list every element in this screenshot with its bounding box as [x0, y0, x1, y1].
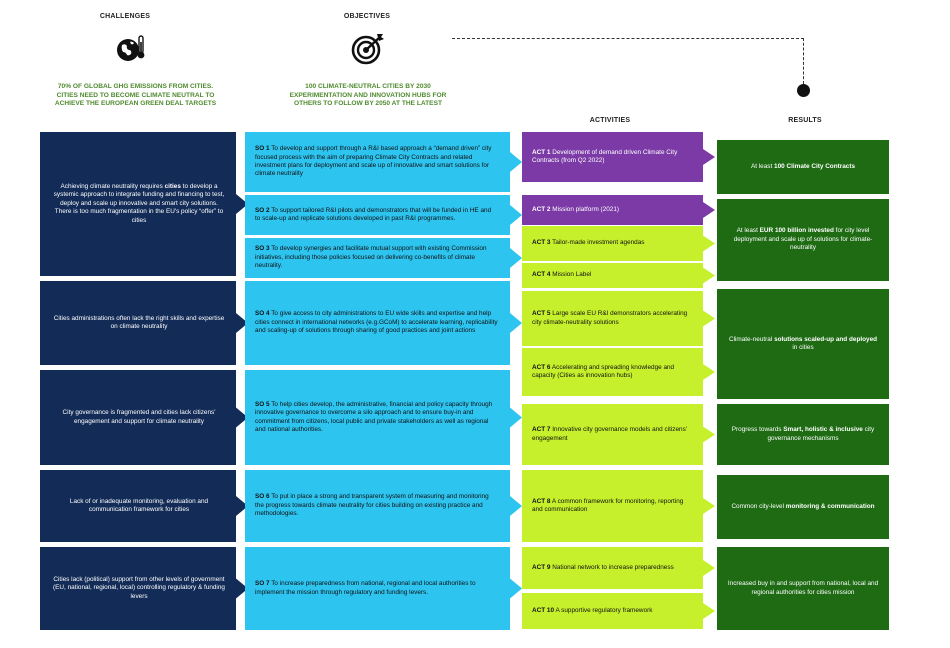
activity-box: ACT 9 National network to increase prepa…	[522, 547, 715, 589]
challenge-box: Lack of or inadequate monitoring, evalua…	[40, 470, 248, 542]
objective-box: SO 1 To develop and support through a R&…	[245, 132, 522, 192]
dashed-connector-vertical	[803, 38, 804, 84]
activity-box: ACT 7 Innovative city governance models …	[522, 404, 715, 465]
challenge-box: Achieving climate neutrality requires ci…	[40, 132, 248, 276]
dashed-connector-horizontal	[452, 38, 804, 39]
target-arrow-icon	[351, 34, 384, 65]
activity-box: ACT 2 Mission platform (2021)	[522, 195, 715, 225]
activity-box: ACT 3 Tailor-made investment agendas	[522, 226, 715, 261]
objective-box: SO 6 To put in place a strong and transp…	[245, 470, 522, 542]
activity-box: ACT 4 Mission Label	[522, 263, 715, 288]
activity-box: ACT 1 Development of demand driven Clima…	[522, 132, 715, 182]
result-box: Climate-neutral solutions scaled-up and …	[717, 289, 889, 399]
challenge-box: Cities administrations often lack the ri…	[40, 281, 248, 365]
activity-box: ACT 8 A common framework for monitoring,…	[522, 470, 715, 542]
objective-box: SO 7 To increase preparedness from natio…	[245, 547, 522, 630]
objective-box: SO 2 To support tailored R&I pilots and …	[245, 195, 522, 235]
globe-thermometer-icon	[117, 35, 145, 61]
activity-box: ACT 6 Accelerating and spreading knowled…	[522, 348, 715, 396]
challenges-header: CHALLENGES	[99, 13, 151, 20]
result-box: Increased buy in and support from nation…	[717, 547, 889, 630]
result-box: Common city-level monitoring & communica…	[717, 475, 889, 539]
results-header: RESULTS	[788, 117, 822, 124]
objective-box: SO 4 To give access to city administrati…	[245, 281, 522, 365]
objectives-header: OBJECTIVES	[343, 13, 391, 20]
objectives-note: 100 CLIMATE-NEUTRAL CITIES BY 2030 EXPER…	[289, 83, 447, 108]
challenge-box: City governance is fragmented and cities…	[40, 370, 248, 465]
result-box: At least EUR 100 billion invested for ci…	[717, 199, 889, 281]
activity-box: ACT 5 Large scale EU R&I demonstrators a…	[522, 291, 715, 346]
activity-box: ACT 10 A supportive regulatory framework	[522, 593, 715, 629]
challenge-box: Cities lack (political) support from oth…	[40, 547, 248, 630]
result-box: Progress towards Smart, holistic & inclu…	[717, 404, 889, 465]
result-box: At least 100 Climate City Contracts	[717, 140, 889, 194]
challenges-note: 70% OF GLOBAL GHG EMISSIONS FROM CITIES.…	[54, 83, 217, 108]
objective-box: SO 3 To develop synergies and facilitate…	[245, 238, 522, 278]
activities-header: ACTIVITIES	[589, 117, 631, 124]
connector-dot	[797, 84, 810, 97]
objective-box: SO 5 To help cities develop, the adminis…	[245, 370, 522, 465]
